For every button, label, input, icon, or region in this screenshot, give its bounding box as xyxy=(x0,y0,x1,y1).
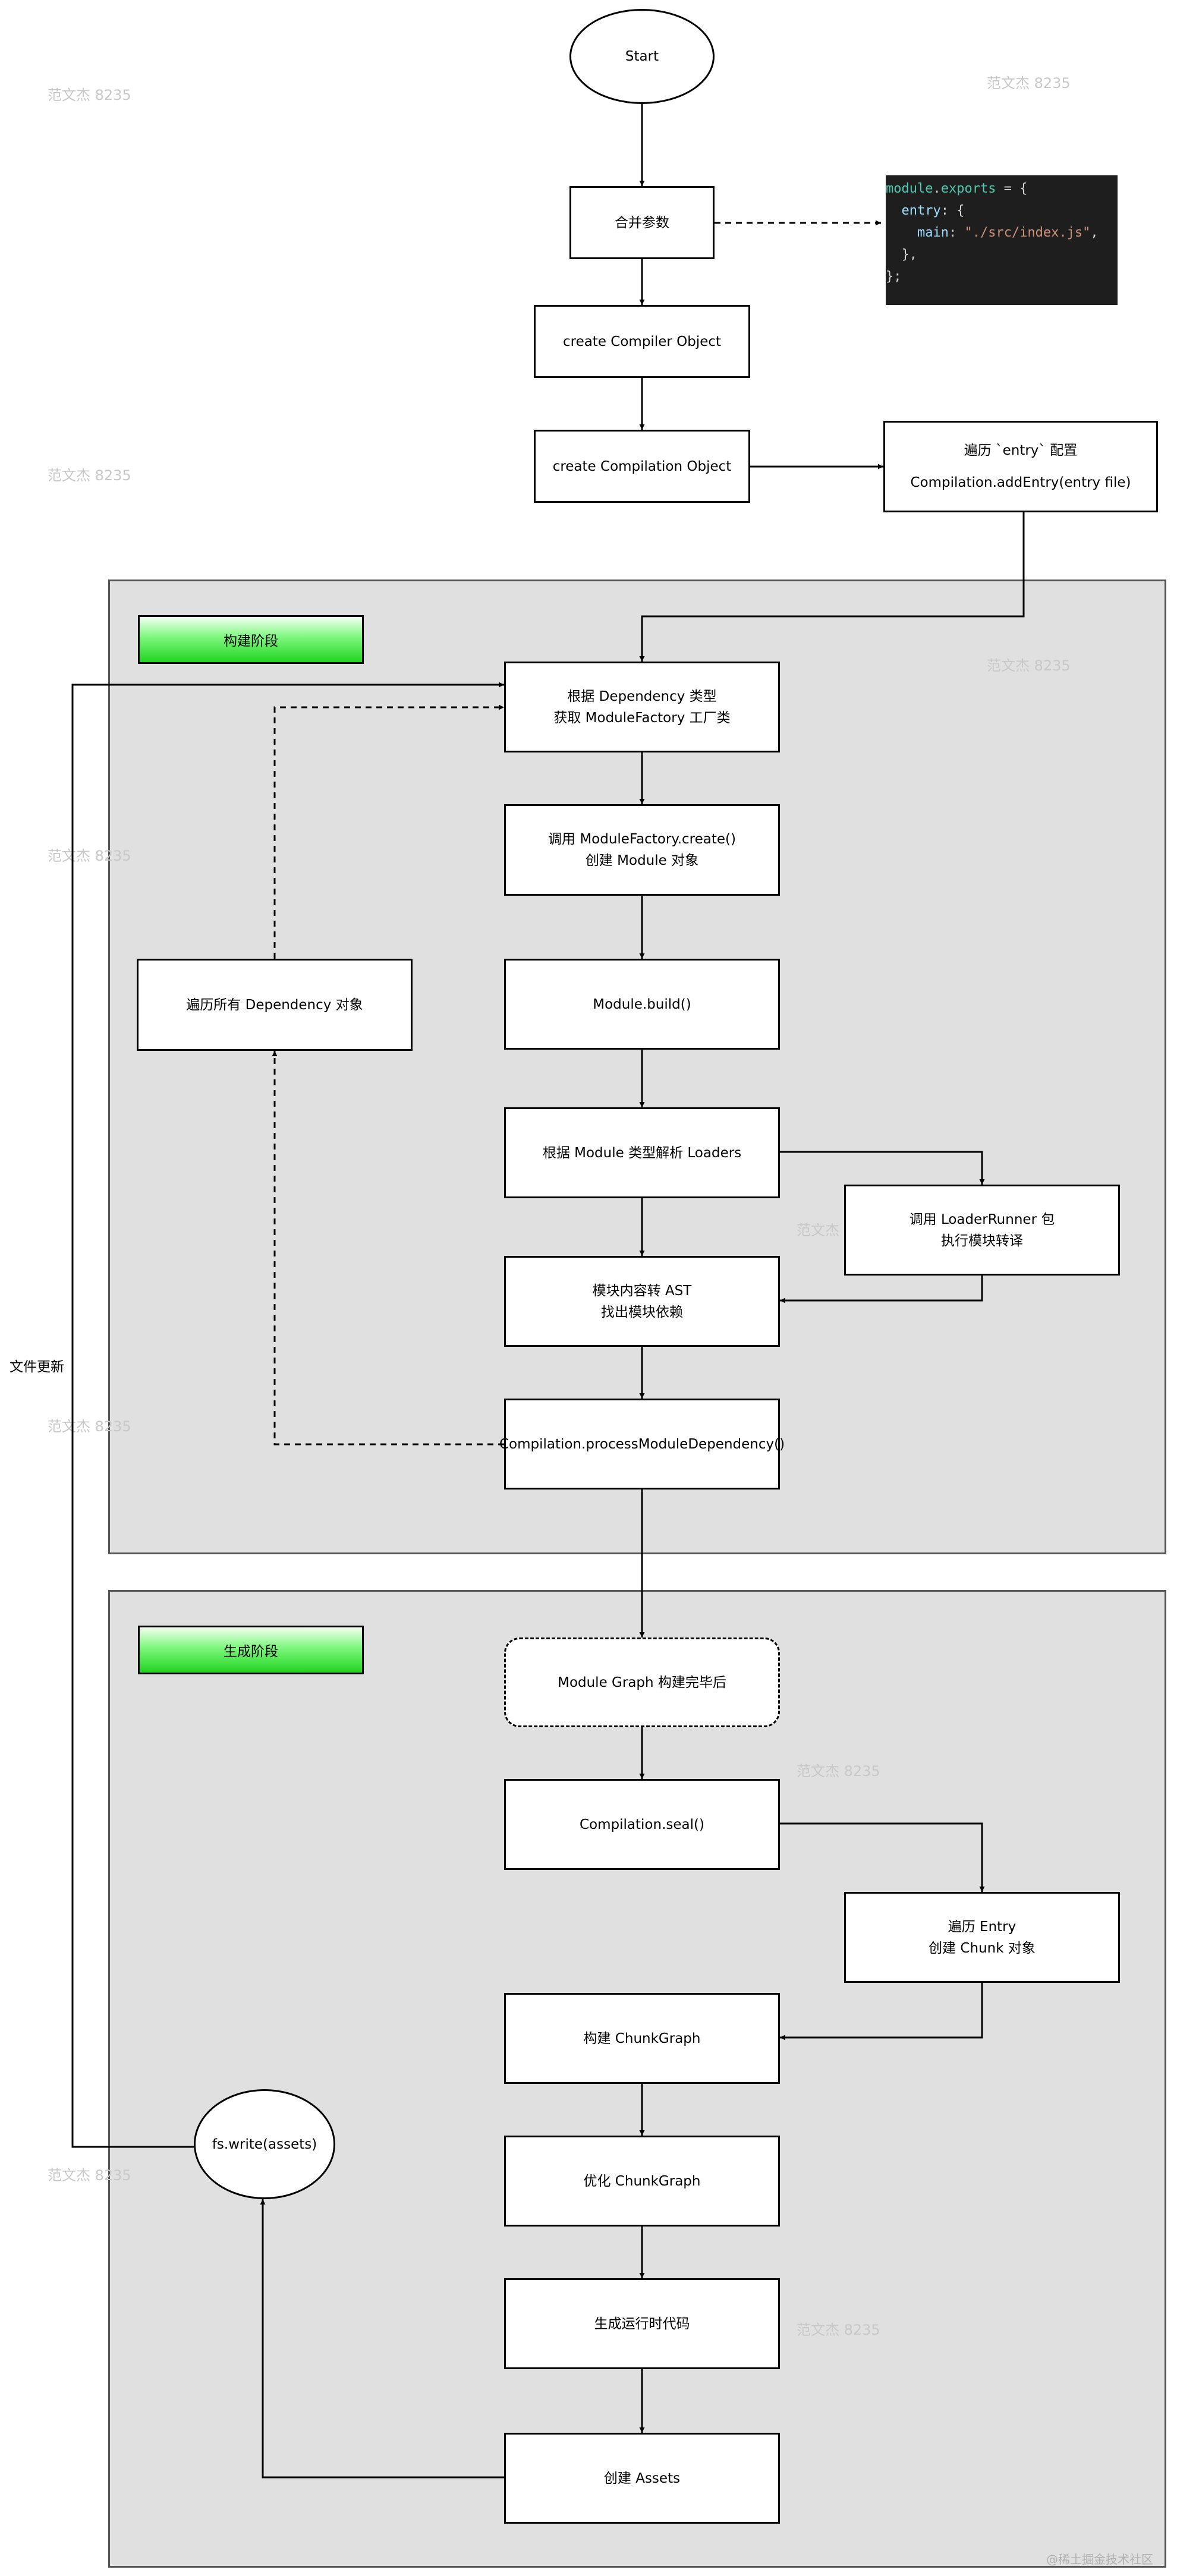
watermark: 范文杰 8235 xyxy=(987,75,1071,92)
arrow-runner-to-ast xyxy=(780,1276,983,1303)
create-module-label-2: 创建 Module 对象 xyxy=(585,853,699,868)
code-line-1: module.exports = { xyxy=(886,178,1118,200)
resolve-loaders-label: 根据 Module 类型解析 Loaders xyxy=(542,1145,742,1161)
get-factory-label-1: 根据 Dependency 类型 xyxy=(567,688,717,704)
arrow-assets-to-write xyxy=(260,2199,504,2479)
loader-runner-label-2: 执行模块转译 xyxy=(941,1233,1023,1249)
watermark: 范文杰 8235 xyxy=(797,2322,880,2338)
optimize-chunkgraph-node: 优化 ChunkGraph xyxy=(504,2136,780,2227)
code-token: entry xyxy=(901,203,941,218)
create-compilation-node: create Compilation Object xyxy=(534,430,750,503)
start-node: Start xyxy=(569,9,715,104)
module-build-node: Module.build() xyxy=(504,959,780,1050)
code-token: = { xyxy=(996,181,1028,196)
merge-params-label: 合并参数 xyxy=(615,215,669,231)
create-compilation-label: create Compilation Object xyxy=(552,458,732,474)
module-graph-done-label: Module Graph 构建完毕后 xyxy=(558,1674,726,1690)
code-token: module xyxy=(886,181,933,196)
create-assets-label: 创建 Assets xyxy=(603,2470,681,2486)
arrow-loaders-to-runner xyxy=(780,1151,985,1185)
watermark: 范文杰 8235 xyxy=(48,2167,131,2184)
merge-params-node: 合并参数 xyxy=(569,186,715,259)
watermark: 范文杰 8235 xyxy=(48,1418,131,1435)
watermark: 范文杰 8235 xyxy=(797,1763,880,1780)
code-line-4: }, xyxy=(886,247,917,262)
seal-label: Compilation.seal() xyxy=(580,1816,704,1832)
fs-write-label: fs.write(assets) xyxy=(212,2136,317,2152)
to-ast-label-1: 模块内容转 AST xyxy=(592,1283,692,1299)
module-build-label: Module.build() xyxy=(593,996,691,1012)
gen-runtime-label: 生成运行时代码 xyxy=(594,2316,690,2332)
start-label: Start xyxy=(625,49,659,64)
seal-node: Compilation.seal() xyxy=(504,1779,780,1870)
watermark: 范文杰 8235 xyxy=(48,848,131,864)
gen-runtime-node: 生成运行时代码 xyxy=(504,2278,780,2369)
get-factory-node: 根据 Dependency 类型 获取 ModuleFactory 工厂类 xyxy=(504,662,780,752)
code-line-5: }; xyxy=(886,269,902,284)
resolve-loaders-node: 根据 Module 类型解析 Loaders xyxy=(504,1107,780,1198)
create-compiler-node: create Compiler Object xyxy=(534,305,750,378)
code-token: "./src/index.js" xyxy=(964,225,1091,240)
webpack-config-code-block: module.exports = { entry: { main: "./src… xyxy=(886,175,1118,305)
traverse-entry-node: 遍历 `entry` 配置 Compilation.addEntry(entry… xyxy=(883,421,1158,512)
watermark: 范文杰 8235 xyxy=(48,467,131,484)
to-ast-node: 模块内容转 AST 找出模块依赖 xyxy=(504,1256,780,1347)
process-dependency-label: Compilation.processModuleDependency() xyxy=(499,1436,785,1452)
loader-runner-node: 调用 LoaderRunner 包 执行模块转译 xyxy=(844,1185,1120,1276)
code-token: . xyxy=(933,181,941,196)
code-line-2: entry: { xyxy=(886,200,1118,222)
arrow-chunk-to-chunkgraph xyxy=(780,1983,983,2040)
to-ast-label-2: 找出模块依赖 xyxy=(601,1304,683,1320)
create-compiler-label: create Compiler Object xyxy=(562,333,722,349)
create-module-label-1: 调用 ModuleFactory.create() xyxy=(548,832,736,847)
code-line-3: main: "./src/index.js", xyxy=(886,222,1118,244)
arrow-traverse-to-factory xyxy=(273,704,504,959)
arrow-process-to-traverse xyxy=(272,1051,504,1446)
traverse-entry-chunk-label-1: 遍历 Entry xyxy=(948,1919,1016,1935)
traverse-entry-label-2: Compilation.addEntry(entry file) xyxy=(910,475,1131,490)
optimize-chunkgraph-label: 优化 ChunkGraph xyxy=(583,2173,701,2189)
code-token: , xyxy=(1090,225,1099,240)
code-token: : xyxy=(948,225,965,240)
traverse-entry-chunk-node: 遍历 Entry 创建 Chunk 对象 xyxy=(844,1892,1120,1983)
create-assets-node: 创建 Assets xyxy=(504,2433,780,2524)
build-chunkgraph-label: 构建 ChunkGraph xyxy=(583,2030,701,2046)
code-token: exports xyxy=(940,181,996,196)
generate-phase-label: 生成阶段 xyxy=(224,1644,278,1659)
watermark: 范文杰 8235 xyxy=(987,657,1071,674)
footer-watermark: @稀土掘金技术社区 xyxy=(1046,2552,1153,2566)
process-dependency-node: Compilation.processModuleDependency() xyxy=(499,1399,785,1489)
loader-runner-label-1: 调用 LoaderRunner 包 xyxy=(909,1211,1055,1227)
traverse-entry-label-1: 遍历 `entry` 配置 xyxy=(964,443,1078,458)
fs-write-node: fs.write(assets) xyxy=(194,2089,335,2199)
traverse-dependencies-node: 遍历所有 Dependency 对象 xyxy=(137,959,413,1051)
code-token: main xyxy=(917,225,949,240)
generate-phase-banner: 生成阶段 xyxy=(138,1626,364,1674)
build-chunkgraph-node: 构建 ChunkGraph xyxy=(504,1993,780,2084)
traverse-entry-chunk-label-2: 创建 Chunk 对象 xyxy=(929,1940,1036,1956)
arrow-seal-to-chunk xyxy=(780,1822,985,1892)
create-module-node: 调用 ModuleFactory.create() 创建 Module 对象 xyxy=(504,804,780,896)
get-factory-label-2: 获取 ModuleFactory 工厂类 xyxy=(553,710,731,726)
build-phase-banner: 构建阶段 xyxy=(138,615,364,664)
file-update-label: 文件更新 xyxy=(10,1359,64,1375)
build-phase-label: 构建阶段 xyxy=(224,634,278,649)
arrow-write-to-factory xyxy=(71,682,504,2148)
watermark: 范文杰 8235 xyxy=(48,87,131,103)
arrow-entry-to-factory xyxy=(639,512,1025,662)
traverse-dependencies-label: 遍历所有 Dependency 对象 xyxy=(186,997,363,1013)
module-graph-done-node: Module Graph 构建完毕后 xyxy=(504,1637,780,1727)
code-token: : { xyxy=(940,203,965,218)
